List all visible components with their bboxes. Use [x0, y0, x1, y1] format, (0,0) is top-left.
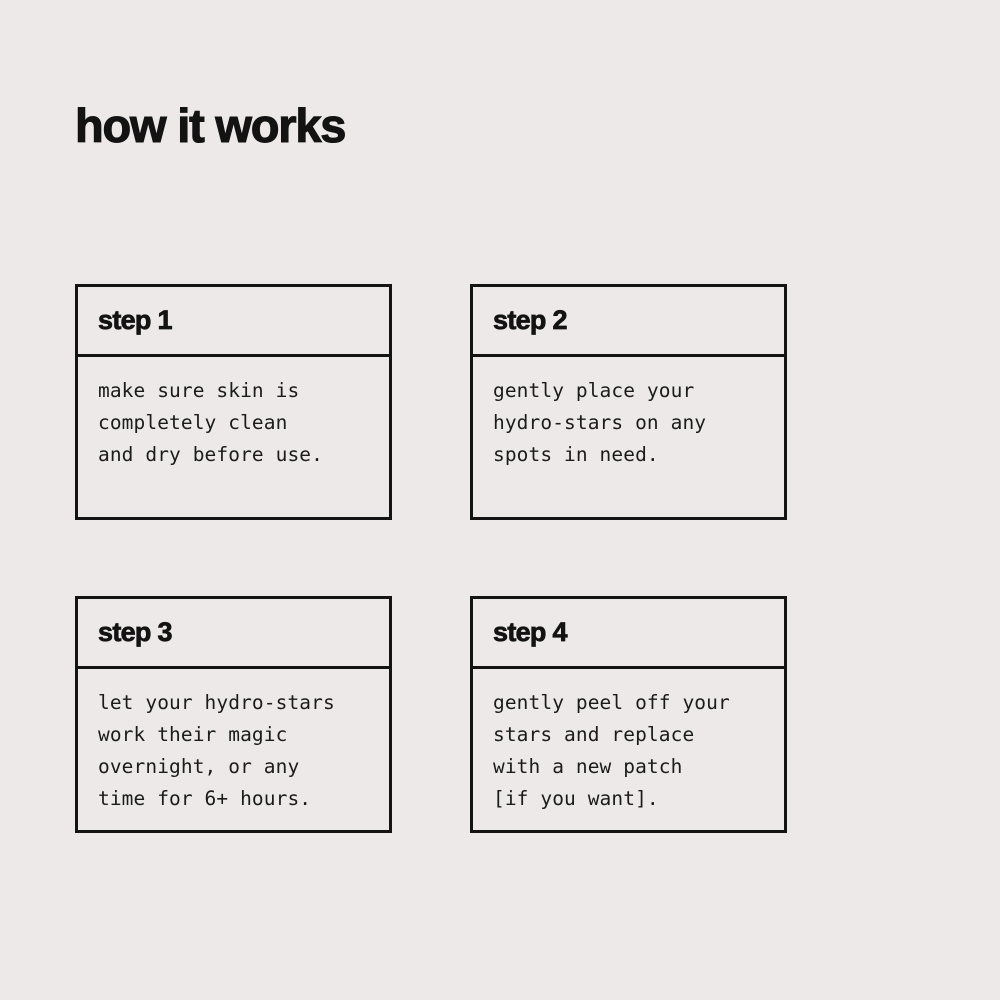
step-card-1: step 1 make sure skin is completely clea…: [75, 284, 392, 520]
step-card-2-body: gently place your hydro-stars on any spo…: [473, 357, 784, 517]
step-card-1-body: make sure skin is completely clean and d…: [78, 357, 389, 517]
step-card-4: step 4 gently peel off your stars and re…: [470, 596, 787, 833]
page-title: how it works: [74, 98, 347, 152]
step-card-1-title: step 1: [98, 305, 173, 335]
step-card-3-body: let your hydro-stars work their magic ov…: [78, 669, 389, 830]
step-card-2-title: step 2: [493, 305, 568, 335]
steps-grid: step 1 make sure skin is completely clea…: [75, 284, 787, 833]
step-card-3-text: let your hydro-stars work their magic ov…: [98, 691, 335, 810]
step-card-4-text: gently peel off your stars and replace w…: [493, 691, 730, 810]
step-card-3-title: step 3: [98, 617, 173, 647]
step-card-3-header: step 3: [78, 599, 389, 669]
step-card-2: step 2 gently place your hydro-stars on …: [470, 284, 787, 520]
step-card-1-text: make sure skin is completely clean and d…: [98, 379, 323, 466]
step-card-3: step 3 let your hydro-stars work their m…: [75, 596, 392, 833]
step-card-1-header: step 1: [78, 287, 389, 357]
step-card-4-body: gently peel off your stars and replace w…: [473, 669, 784, 830]
step-card-4-title: step 4: [493, 617, 568, 647]
step-card-2-header: step 2: [473, 287, 784, 357]
step-card-4-header: step 4: [473, 599, 784, 669]
step-card-2-text: gently place your hydro-stars on any spo…: [493, 379, 707, 466]
